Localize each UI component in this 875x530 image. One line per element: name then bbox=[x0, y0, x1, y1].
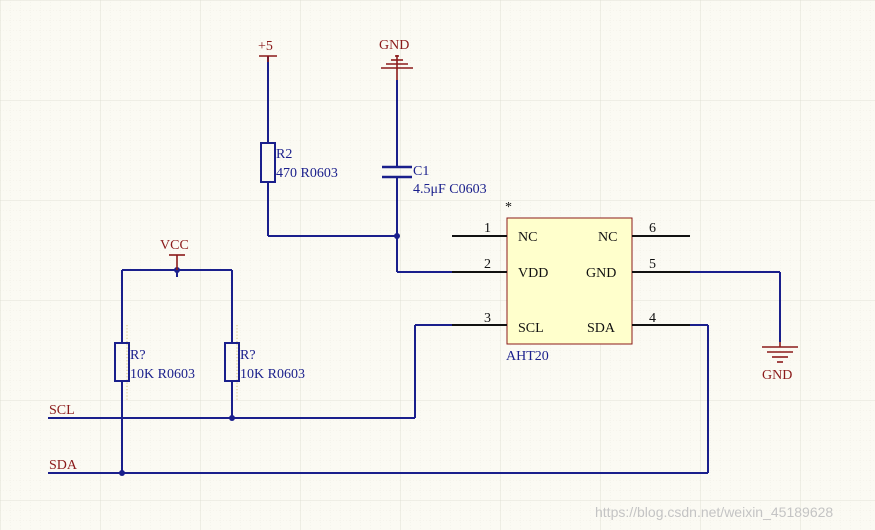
ic-aht20-body bbox=[506, 217, 633, 345]
ic-pin-4[interactable]: 4 SDA bbox=[587, 311, 690, 336]
ic-pin-6-number: 6 bbox=[649, 221, 656, 236]
capacitor-c1[interactable]: C1 4.5μF C0603 bbox=[382, 164, 487, 197]
ic-aht20[interactable]: * 1 NC 2 VDD 3 SCL 6 NC 5 GND bbox=[452, 200, 690, 364]
ic-pin-5-name: GND bbox=[586, 266, 616, 281]
net-label-sda[interactable]: SDA bbox=[49, 458, 78, 473]
resistor-r-right-body bbox=[224, 342, 240, 382]
ic-pin-2-name: VDD bbox=[518, 266, 548, 281]
net-label-scl[interactable]: SCL bbox=[49, 403, 75, 418]
power-gnd-right[interactable]: GND bbox=[762, 342, 798, 383]
junction-scl bbox=[229, 415, 235, 421]
ic-pin-6-name: NC bbox=[598, 230, 617, 245]
resistor-r2-body bbox=[260, 142, 276, 183]
power-plus5-label: +5 bbox=[258, 39, 273, 54]
ic-pin-5-number: 5 bbox=[649, 257, 656, 272]
resistor-r-right-designator: R? bbox=[240, 348, 256, 363]
ic-pin-4-number: 4 bbox=[649, 311, 656, 326]
watermark-text: https://blog.csdn.net/weixin_45189628 bbox=[595, 504, 833, 520]
ic-aht20-name: AHT20 bbox=[506, 349, 549, 364]
ic-pin-2-number: 2 bbox=[484, 257, 491, 272]
ic-pin-1-name: NC bbox=[518, 230, 537, 245]
resistor-r-right[interactable]: R? 10K R0603 bbox=[224, 325, 305, 400]
resistor-r2-designator: R2 bbox=[276, 147, 292, 162]
power-gnd-right-label: GND bbox=[762, 368, 792, 383]
ic-pin-4-name: SDA bbox=[587, 321, 616, 336]
power-vcc[interactable]: VCC bbox=[160, 238, 189, 270]
power-gnd-top[interactable]: GND bbox=[379, 38, 413, 80]
ic-pin-1-number: 1 bbox=[484, 221, 491, 236]
resistor-r-left-body bbox=[114, 342, 130, 382]
resistor-r-left[interactable]: R? 10K R0603 bbox=[114, 325, 195, 400]
power-gnd-top-label: GND bbox=[379, 38, 409, 53]
capacitor-c1-value: 4.5μF C0603 bbox=[413, 182, 487, 197]
junction-sda bbox=[119, 470, 125, 476]
junction-vdd bbox=[394, 233, 400, 239]
resistor-r2-value: 470 R0603 bbox=[276, 166, 338, 181]
ic-pin-3[interactable]: 3 SCL bbox=[452, 311, 544, 336]
ic-pin-5[interactable]: 5 GND bbox=[586, 257, 690, 281]
ic-pin-1[interactable]: 1 NC bbox=[452, 221, 537, 245]
power-plus5[interactable]: +5 bbox=[258, 39, 277, 62]
resistor-r-right-value: 10K R0603 bbox=[240, 367, 305, 382]
capacitor-c1-designator: C1 bbox=[413, 164, 429, 179]
ic-pin-6[interactable]: 6 NC bbox=[598, 221, 690, 245]
resistor-r2[interactable]: R2 470 R0603 bbox=[260, 142, 338, 183]
ic-pin-3-name: SCL bbox=[518, 321, 544, 336]
resistor-r-left-value: 10K R0603 bbox=[130, 367, 195, 382]
wires bbox=[48, 56, 781, 474]
ic-pin-3-number: 3 bbox=[484, 311, 491, 326]
ic-pin-2[interactable]: 2 VDD bbox=[452, 257, 548, 281]
resistor-r-left-designator: R? bbox=[130, 348, 146, 363]
ic-aht20-marker: * bbox=[505, 200, 512, 215]
power-vcc-label: VCC bbox=[160, 238, 189, 253]
